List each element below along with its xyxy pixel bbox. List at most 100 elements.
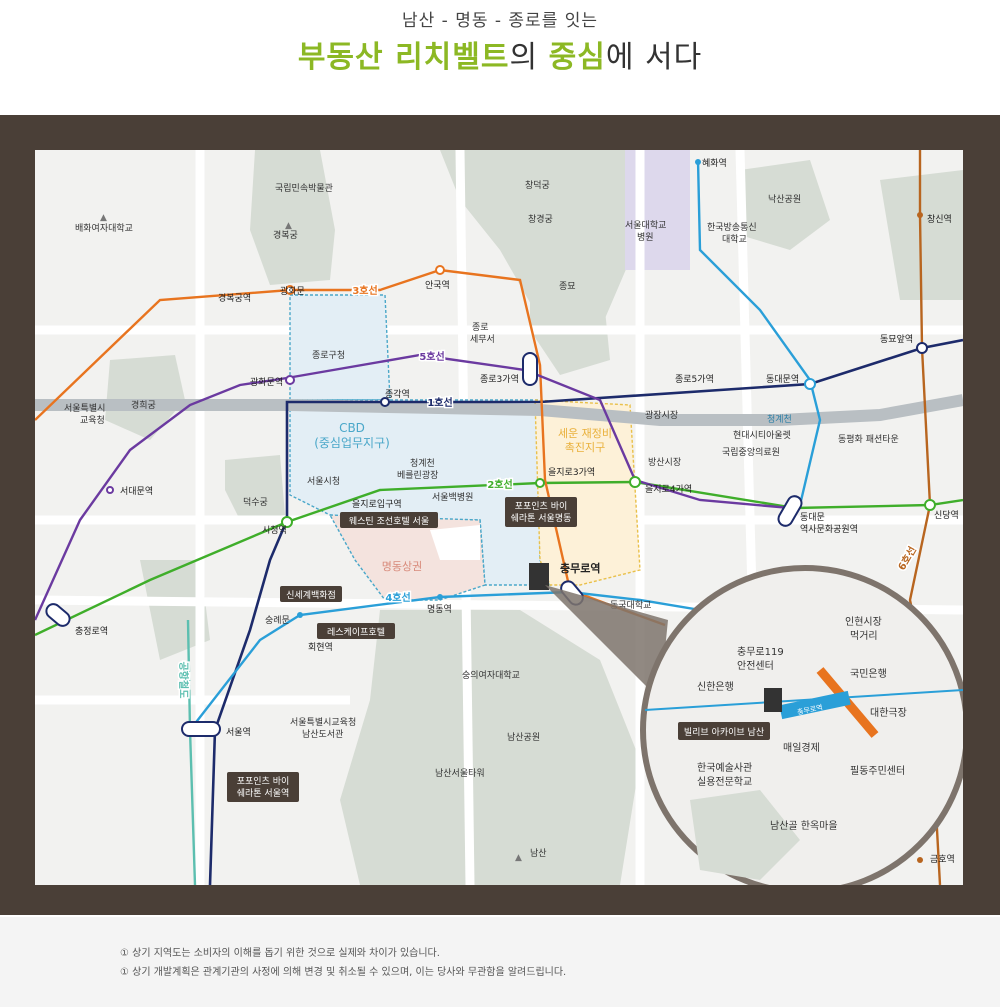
inset-line-4	[644, 689, 963, 711]
station-sindang: 신당역	[934, 510, 959, 521]
inset-project-tag	[678, 722, 770, 740]
station-dot	[297, 612, 303, 618]
station-dot	[917, 857, 923, 863]
title-text-2: 에 서다	[605, 40, 703, 75]
place-knou: 한국방송통신	[707, 222, 757, 233]
station-marker	[285, 285, 295, 295]
jongno-district	[289, 294, 391, 401]
station-dongdaemun: 동대문역	[766, 374, 799, 385]
tag-fourpoints-seoul	[227, 772, 299, 802]
place-deoksugung: 덕수궁	[243, 497, 268, 508]
inset-project-marker	[764, 688, 782, 712]
inset-chungmuro119: 충무로119	[737, 646, 784, 658]
place-fourpoints-md-sub: 쉐라톤 서울명동	[511, 513, 572, 524]
inset-inhyeon-sub: 먹거리	[850, 630, 878, 642]
station-marker	[804, 378, 816, 390]
title-highlight-2: 중심	[548, 40, 606, 75]
station-euljiro1: 을지로입구역	[352, 498, 402, 510]
seun-district	[534, 399, 641, 586]
station-jonggak: 종각역	[385, 388, 410, 400]
inset-labels: 인현시장 먹거리 충무로119 안전센터 신한은행 국민은행 대한극장 매일경제…	[697, 616, 907, 832]
tag-westin	[340, 512, 438, 528]
place-sungnyemun: 숭례문	[265, 615, 290, 626]
line-label-6: 6호선	[895, 544, 919, 572]
tag-shinsegae-group: 신세계백화점	[280, 586, 342, 602]
station-dot	[437, 594, 443, 600]
inset-daehan: 대한극장	[870, 707, 907, 719]
station-marker	[106, 486, 114, 494]
inset-park	[690, 790, 800, 880]
place-edu-office-sub: 교육청	[80, 415, 105, 426]
station-marker	[435, 265, 445, 275]
station-jongno3: 종로3가역	[480, 374, 519, 385]
tag-fourpoints-myeongdong	[505, 497, 577, 527]
station-labels: 경복궁역 광화문 안국역 혜화역 창신역 동묘앞역 동대문역 종로5가역 종로3…	[75, 157, 959, 865]
place-changdeokgung: 창덕궁	[525, 180, 550, 191]
place-seoul-edu-lib-sub: 남산도서관	[302, 729, 343, 740]
station-ddp-sub: 역사문화공원역	[800, 524, 858, 535]
station-chungmuro: 충무로역	[560, 561, 600, 575]
station-marker	[924, 499, 936, 511]
place-dongpyeonghwa: 동평화 패션타운	[838, 434, 899, 445]
station-seoul: 서울역	[226, 727, 251, 738]
place-dongguk: 동국대학교	[610, 600, 651, 611]
place-snu-hospital: 서울대학교	[625, 220, 666, 231]
green-areas	[105, 150, 963, 885]
place-fourpoints-seoul: 포포인츠 바이	[237, 776, 290, 787]
place-shinsegae: 신세계백화점	[286, 589, 336, 601]
myeongdong-cutout	[430, 525, 480, 560]
tag-fourpoints-seoul-group: 포포인츠 바이 쉐라톤 서울역	[227, 772, 299, 802]
mountain-icon: ▲	[515, 853, 522, 863]
cheonggyecheon-label: 청계천	[767, 413, 792, 425]
station-myeongdong: 명동역	[427, 604, 452, 615]
title-text-1: 의	[509, 40, 549, 75]
station-dot	[917, 212, 923, 218]
landmark-icons: ▲ ▲ ▲	[100, 213, 522, 863]
inset-arts: 한국예술사관	[697, 762, 752, 774]
inset-platform	[779, 690, 851, 720]
univ-hospital-area	[625, 150, 690, 270]
seun-label: 세운 재정비	[558, 427, 612, 440]
myeongdong-label: 명동상권	[382, 560, 422, 573]
place-seoul-cityhall: 서울시청	[307, 476, 340, 487]
place-sookmyung: 숭의여자대학교	[462, 669, 520, 681]
station-dongmyo: 동묘앞역	[880, 333, 913, 345]
subway-line-4-north	[696, 159, 822, 506]
place-edu-office: 서울특별시	[64, 403, 105, 414]
line-label-5: 5호선	[419, 350, 444, 363]
station-marker	[629, 476, 641, 488]
inset-inhyeon: 인현시장	[845, 616, 882, 628]
station-gwanghwamun: 광화문역	[250, 376, 283, 388]
cheonggyecheon-stream	[35, 394, 963, 426]
subway-line-1	[208, 338, 963, 885]
place-fourpoints-md: 포포인츠 바이	[515, 501, 568, 512]
inset-pildong: 필동주민센터	[850, 765, 905, 777]
station-dot	[695, 159, 701, 165]
place-knou-sub: 대학교	[722, 234, 747, 245]
place-nmc: 국립중앙의료원	[722, 446, 780, 458]
place-westin: 웨스틴 조선호텔 서울	[349, 515, 429, 527]
inset-kookmin: 국민은행	[850, 668, 887, 680]
place-bangsan: 방산시장	[648, 457, 681, 468]
title-highlight-1: 부동산 리치벨트	[297, 40, 510, 75]
transfer-jongno3	[522, 352, 538, 386]
place-snu-hospital-sub: 병원	[637, 232, 654, 243]
line-label-airport: 공항철도	[177, 662, 190, 699]
inset-chungmuro119-sub: 안전센터	[737, 660, 774, 672]
cbd-label: CBD	[339, 421, 365, 435]
note-2: ① 상기 개발계획은 관계기관의 사정에 의해 변경 및 취소될 수 있으며, …	[120, 967, 567, 978]
callout-wedge	[545, 585, 668, 700]
subway-line-5	[35, 353, 791, 621]
tag-fourpoints-md-group: 포포인츠 바이 쉐라톤 서울명동	[505, 497, 577, 527]
place-namsan: 남산	[530, 848, 547, 859]
station-ddp: 동대문	[800, 512, 825, 523]
place-jongno-gu: 종로구청	[312, 350, 345, 361]
place-hyundai-city: 현대시티아울렛	[733, 430, 791, 441]
station-cityhall: 시청역	[262, 525, 287, 536]
place-jongno-tax: 종로	[472, 322, 489, 333]
tag-shinsegae	[280, 586, 342, 602]
station-anguk: 안국역	[425, 280, 450, 291]
place-lescape: 레스케이프호텔	[327, 626, 385, 638]
project-marker	[529, 563, 549, 590]
place-changgyeonggung: 창경궁	[528, 213, 553, 225]
